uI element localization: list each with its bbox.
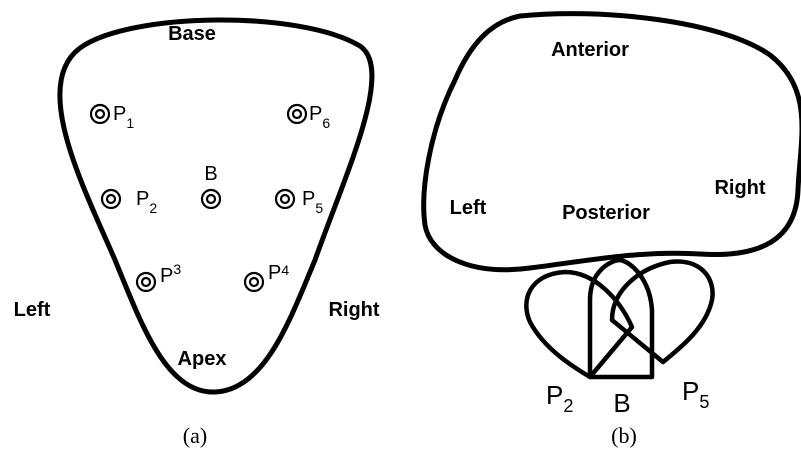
lead-field-lobe-p5 xyxy=(609,259,715,365)
panel-a: Base Apex Left Right P1 P6 B P2 xyxy=(14,17,380,448)
heart-cross-section-outline xyxy=(421,11,801,273)
electrode-inner-ring xyxy=(140,276,152,288)
lead-field-lobe-p2 xyxy=(524,269,635,380)
electrode-p1: P1 xyxy=(89,103,134,131)
electrode-outer-ring xyxy=(200,188,222,210)
panel-b: Anterior Posterior Left Right P2 B P5 (b… xyxy=(421,11,801,448)
electrode-p6: P6 xyxy=(286,103,330,131)
electrode-label: P6 xyxy=(309,103,330,131)
label-anterior: Anterior xyxy=(551,39,629,61)
label-right-b: Right xyxy=(714,177,765,199)
electrode-label: B xyxy=(204,163,217,185)
electrode-label: P1 xyxy=(113,103,134,131)
electrode-outer-ring xyxy=(274,188,296,210)
electrode-label-b-b: B xyxy=(613,388,630,418)
electrode-inner-ring xyxy=(248,276,260,288)
electrode-p5: P5 xyxy=(274,188,323,216)
label-posterior: Posterior xyxy=(562,202,650,224)
label-base: Base xyxy=(168,23,216,45)
electrode-outer-ring xyxy=(135,271,157,293)
electrode-label-p5-b: P5 xyxy=(682,376,709,412)
electrode-p2: P2 xyxy=(100,188,157,216)
electrode-label: P2 xyxy=(136,188,157,216)
electrode-b: B xyxy=(200,163,222,210)
electrode-inner-ring xyxy=(205,193,217,205)
heart-base-apex-outline xyxy=(57,17,375,395)
electrode-outer-ring xyxy=(100,188,122,210)
electrode-outer-ring xyxy=(286,103,308,125)
lead-field-arch-b xyxy=(587,257,655,380)
electrode-p4: P4 xyxy=(243,262,289,293)
electrode-label: P4 xyxy=(268,262,289,284)
electrode-label: P3 xyxy=(160,261,181,287)
electrode-inner-ring xyxy=(279,193,291,205)
label-left-b: Left xyxy=(450,197,487,219)
electrode-inner-ring xyxy=(94,108,106,120)
electrode-p3: P3 xyxy=(135,261,181,293)
label-apex: Apex xyxy=(178,348,227,370)
label-right-a: Right xyxy=(328,299,379,321)
label-left-a: Left xyxy=(14,299,51,321)
electrode-outer-ring xyxy=(243,271,265,293)
caption-b: (b) xyxy=(611,423,637,448)
electrode-label: P5 xyxy=(302,188,323,216)
electrode-label-p2-b: P2 xyxy=(546,380,573,416)
electrode-inner-ring xyxy=(105,193,117,205)
caption-a: (a) xyxy=(183,423,207,448)
electrode-inner-ring xyxy=(291,108,303,120)
electrode-outer-ring xyxy=(89,103,111,125)
